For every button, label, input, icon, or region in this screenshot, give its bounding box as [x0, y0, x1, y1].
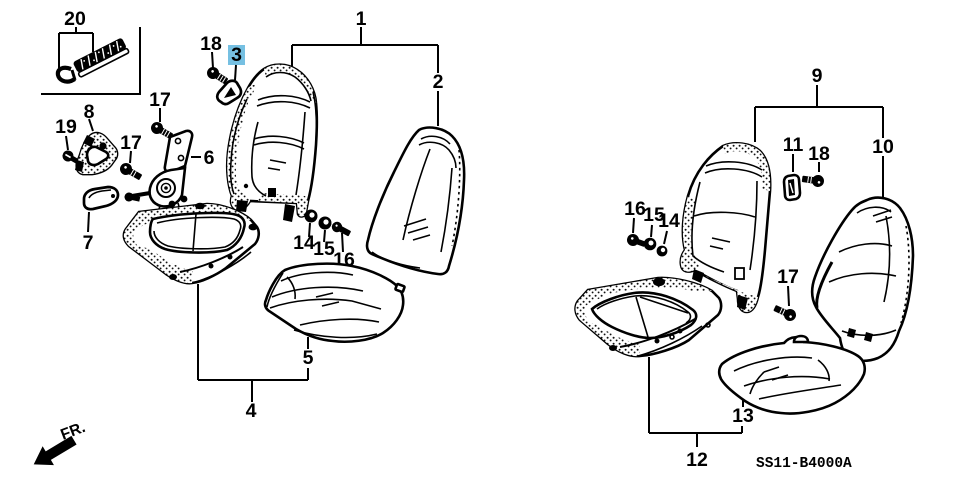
svg-text:16: 16	[624, 198, 646, 220]
svg-text:9: 9	[812, 65, 823, 87]
svg-text:7: 7	[83, 232, 94, 254]
svg-text:4: 4	[246, 400, 257, 422]
svg-text:10: 10	[872, 136, 894, 158]
svg-text:17: 17	[777, 266, 799, 288]
svg-text:13: 13	[732, 405, 754, 427]
svg-text:11: 11	[783, 134, 804, 156]
svg-text:20: 20	[64, 8, 86, 30]
svg-text:14: 14	[293, 232, 315, 254]
svg-text:6: 6	[204, 147, 215, 169]
svg-text:17: 17	[149, 89, 171, 111]
svg-text:19: 19	[55, 116, 77, 138]
svg-text:1: 1	[356, 8, 367, 30]
svg-text:8: 8	[84, 101, 95, 123]
svg-text:2: 2	[433, 71, 444, 93]
svg-text:18: 18	[808, 143, 830, 165]
svg-text:SS11-B4000A: SS11-B4000A	[756, 456, 852, 472]
svg-text:12: 12	[686, 449, 708, 471]
svg-text:17: 17	[120, 132, 142, 154]
svg-text:3: 3	[231, 44, 242, 66]
svg-text:14: 14	[658, 210, 680, 232]
svg-text:18: 18	[200, 33, 222, 55]
svg-text:15: 15	[313, 238, 335, 260]
svg-text:5: 5	[303, 347, 314, 369]
svg-text:15: 15	[643, 204, 665, 226]
